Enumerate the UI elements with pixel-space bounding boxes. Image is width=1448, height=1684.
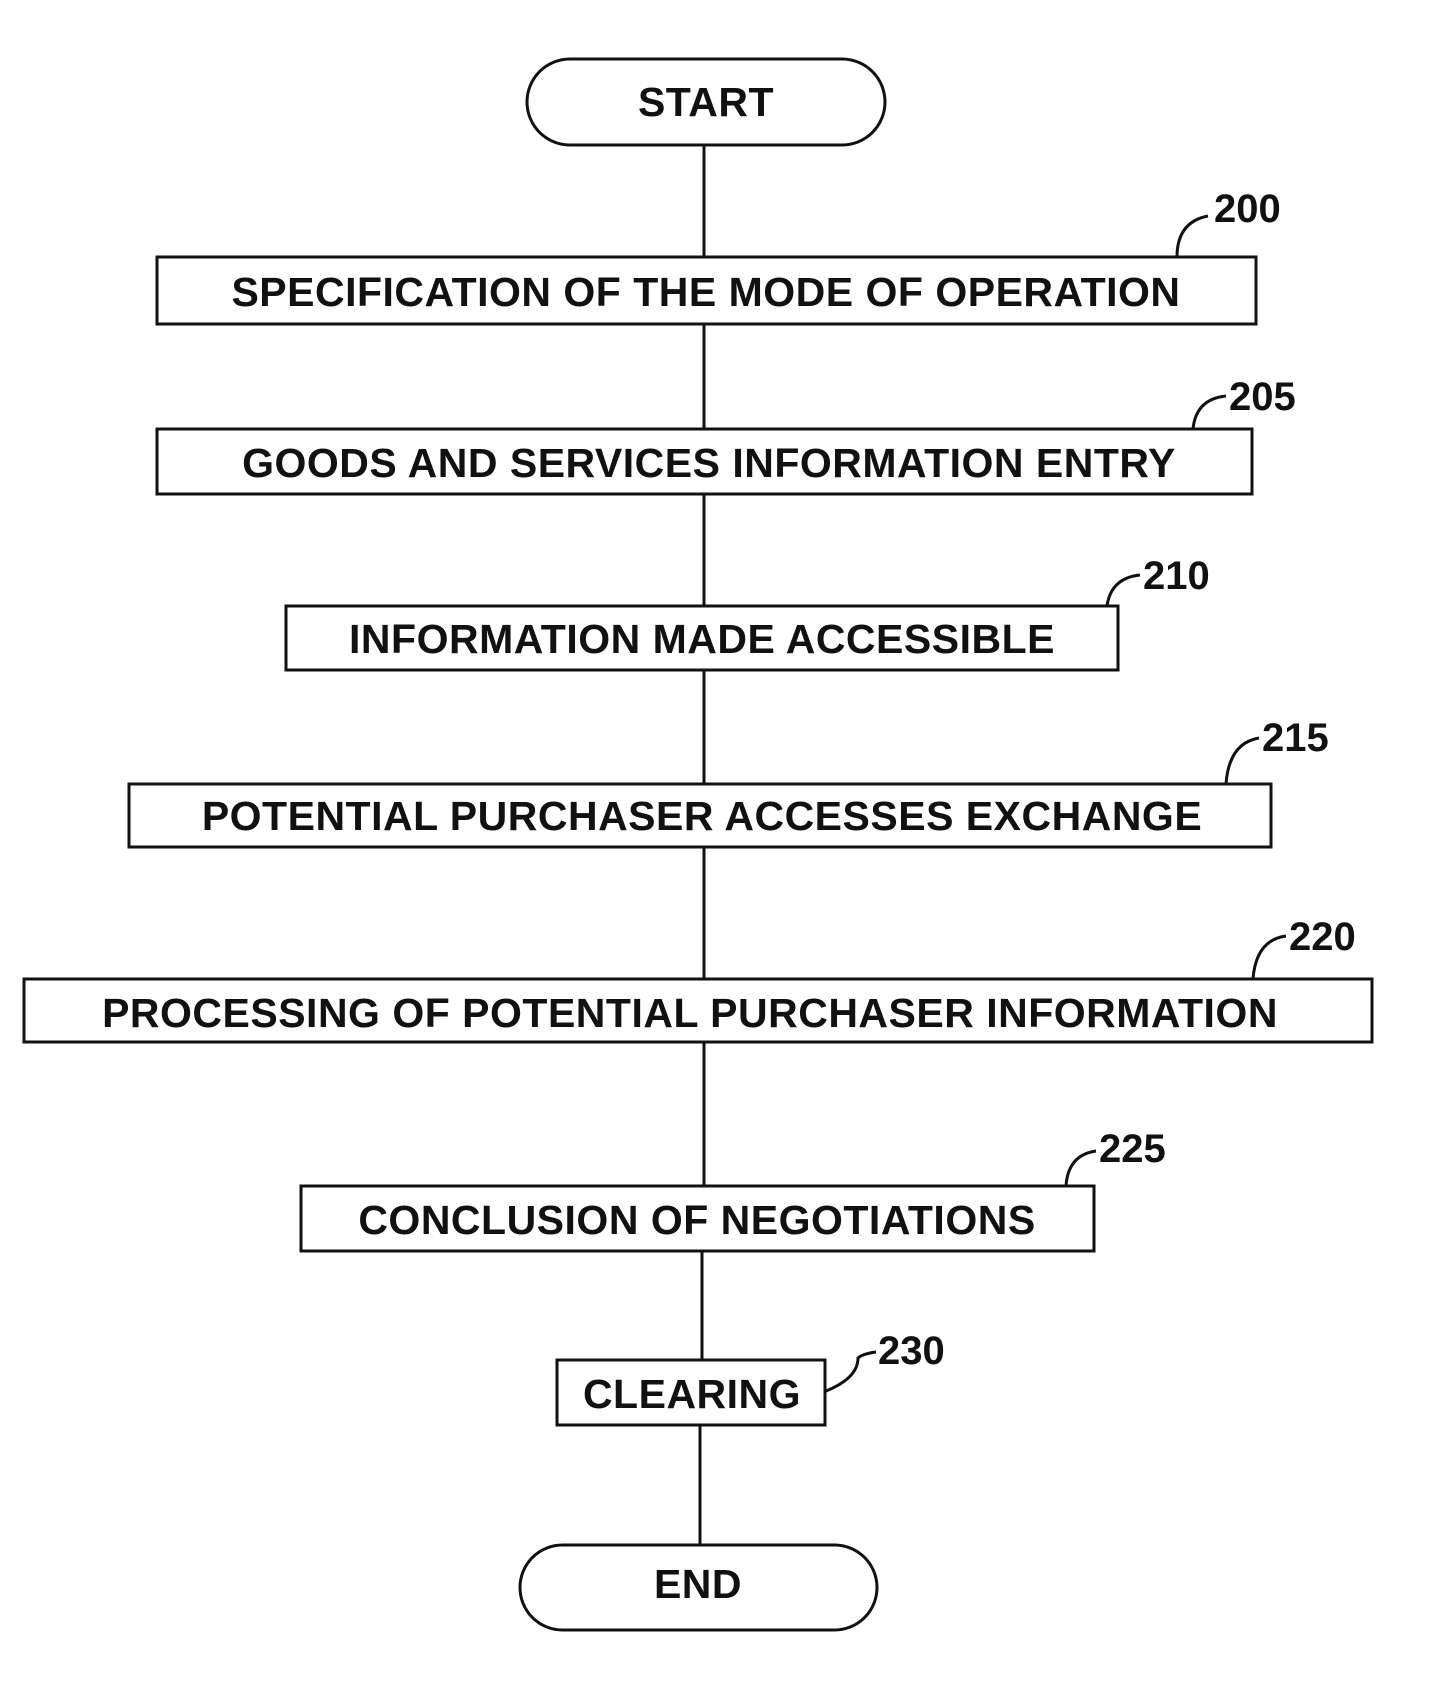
step-225-ref: 225 — [1099, 1127, 1166, 1171]
step-210-leader — [1107, 575, 1140, 606]
step-230-label: CLEARING — [583, 1371, 801, 1417]
step-205-ref: 205 — [1229, 375, 1296, 419]
step-210-label: INFORMATION MADE ACCESSIBLE — [349, 616, 1055, 662]
step-230: CLEARING 230 — [557, 1329, 945, 1425]
step-215-label: POTENTIAL PURCHASER ACCESSES EXCHANGE — [202, 793, 1202, 839]
step-210: INFORMATION MADE ACCESSIBLE 210 — [286, 554, 1210, 670]
step-200-label: SPECIFICATION OF THE MODE OF OPERATION — [231, 269, 1180, 315]
step-230-ref: 230 — [878, 1329, 945, 1373]
step-200-leader — [1177, 216, 1208, 257]
step-225: CONCLUSION OF NEGOTIATIONS 225 — [301, 1127, 1166, 1251]
step-220-leader — [1253, 936, 1286, 979]
end-label: END — [654, 1561, 742, 1607]
step-205-leader — [1193, 396, 1226, 429]
step-230-leader — [826, 1352, 876, 1391]
step-225-leader — [1066, 1151, 1096, 1186]
step-215-leader — [1226, 738, 1259, 784]
step-220: PROCESSING OF POTENTIAL PURCHASER INFORM… — [24, 915, 1372, 1042]
step-220-ref: 220 — [1289, 915, 1356, 959]
step-215: POTENTIAL PURCHASER ACCESSES EXCHANGE 21… — [129, 716, 1329, 847]
end-terminal: END — [520, 1545, 877, 1630]
step-200-ref: 200 — [1214, 187, 1281, 231]
step-225-label: CONCLUSION OF NEGOTIATIONS — [358, 1197, 1035, 1243]
step-220-label: PROCESSING OF POTENTIAL PURCHASER INFORM… — [102, 990, 1278, 1036]
step-215-ref: 215 — [1262, 716, 1329, 760]
start-label: START — [638, 79, 774, 125]
step-205: GOODS AND SERVICES INFORMATION ENTRY 205 — [157, 375, 1296, 494]
step-200: SPECIFICATION OF THE MODE OF OPERATION 2… — [157, 187, 1281, 324]
step-210-ref: 210 — [1143, 554, 1210, 598]
start-terminal: START — [527, 59, 885, 145]
step-205-label: GOODS AND SERVICES INFORMATION ENTRY — [242, 440, 1176, 486]
